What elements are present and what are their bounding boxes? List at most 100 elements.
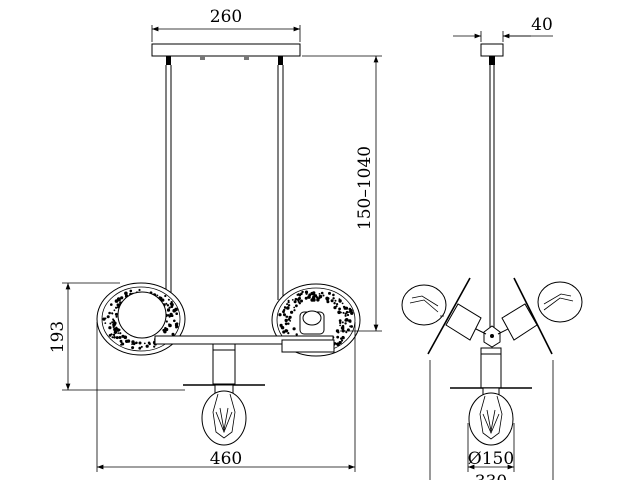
perforation-dot bbox=[344, 322, 347, 325]
perforation-dot bbox=[138, 346, 142, 350]
perforation-dot bbox=[326, 297, 330, 300]
perforation-dot bbox=[316, 297, 319, 300]
perforation-dot bbox=[174, 307, 178, 312]
perforation-dot bbox=[301, 290, 304, 294]
perforation-dot bbox=[346, 313, 350, 317]
perforation-dot bbox=[175, 312, 178, 316]
perforation-dot bbox=[339, 321, 342, 325]
perforation-dot bbox=[280, 326, 285, 330]
side-left-disc bbox=[427, 277, 471, 355]
side-left-lamp bbox=[401, 277, 487, 355]
perforation-dot bbox=[288, 315, 292, 319]
dim-canopy-width: 260 bbox=[151, 7, 301, 42]
perforation-dot bbox=[106, 315, 110, 319]
perforation-dot bbox=[341, 321, 344, 324]
side-canopy bbox=[480, 43, 504, 57]
perforation-dot bbox=[341, 302, 344, 305]
perforation-dot bbox=[343, 306, 347, 310]
dim-overall-width: 460 bbox=[96, 322, 356, 472]
perforation-dot bbox=[114, 299, 119, 303]
perforation-dot bbox=[298, 296, 301, 300]
perforation-dot bbox=[131, 346, 135, 350]
perforation-dot bbox=[104, 322, 107, 324]
perforation-dot bbox=[164, 294, 167, 298]
perforation-dot bbox=[165, 302, 168, 305]
perforation-dot bbox=[115, 315, 118, 318]
perforation-dot bbox=[164, 328, 167, 332]
perforation-dot bbox=[332, 293, 335, 297]
perforation-dot bbox=[300, 292, 303, 296]
perforation-dot bbox=[312, 291, 316, 295]
dim-globe-diameter: Ø150 bbox=[467, 423, 515, 472]
dim-head-height-label: 193 bbox=[48, 321, 68, 353]
perforation-dot bbox=[338, 340, 342, 345]
side-center-bulb bbox=[468, 392, 514, 446]
front-canopy bbox=[151, 43, 301, 57]
perforation-dot bbox=[135, 341, 138, 345]
perforation-dot bbox=[344, 314, 347, 317]
perforation-dot bbox=[143, 342, 146, 345]
perforation-dot bbox=[342, 311, 345, 314]
perforation-dot bbox=[295, 333, 298, 336]
perforation-dot bbox=[344, 312, 347, 315]
perforation-dot bbox=[102, 317, 106, 321]
perforation-dot bbox=[111, 336, 114, 339]
perforation-dot bbox=[278, 313, 282, 317]
perforation-dot bbox=[287, 322, 290, 325]
perforation-dot bbox=[173, 319, 176, 323]
perforation-dot bbox=[335, 342, 338, 345]
perforation-dot bbox=[117, 332, 120, 334]
perforation-dot bbox=[314, 295, 317, 298]
perforation-dot bbox=[337, 310, 341, 315]
perforation-dot bbox=[111, 321, 114, 324]
perforation-dot bbox=[132, 342, 136, 346]
perforation-dot bbox=[340, 337, 343, 340]
perforation-dot bbox=[339, 324, 341, 327]
cable-grip-right bbox=[278, 56, 283, 65]
perforation-dot bbox=[148, 342, 151, 346]
perforation-dot bbox=[115, 336, 119, 340]
perforation-dot bbox=[334, 299, 337, 302]
perforation-dot bbox=[119, 332, 122, 335]
perforation-dot bbox=[320, 291, 324, 295]
perforation-dot bbox=[293, 309, 296, 312]
perforation-dot bbox=[349, 309, 353, 313]
perforation-dot bbox=[286, 303, 289, 306]
perforation-dot bbox=[291, 299, 294, 301]
perforation-dot bbox=[174, 323, 179, 327]
perforation-dot bbox=[118, 336, 122, 339]
perforation-dot bbox=[287, 332, 290, 335]
perforation-dot bbox=[345, 331, 348, 334]
perforation-dot bbox=[335, 305, 338, 308]
perforation-dot bbox=[338, 307, 341, 311]
center-socket bbox=[212, 343, 236, 385]
perforation-dot bbox=[292, 327, 296, 331]
side-view: 40 Ø150 330 bbox=[401, 15, 583, 480]
perforation-dot bbox=[326, 300, 330, 304]
dim-head-height: 193 bbox=[48, 282, 185, 391]
arm-end-cap bbox=[281, 339, 335, 353]
perforation-dot bbox=[168, 306, 171, 309]
side-cable-grip bbox=[489, 56, 495, 65]
perforation-dot bbox=[113, 309, 116, 312]
perforation-dot bbox=[338, 299, 342, 303]
perforation-dot bbox=[294, 297, 298, 301]
perforation-dot bbox=[290, 310, 294, 314]
perforation-dot bbox=[330, 299, 334, 303]
perforation-dot bbox=[304, 290, 309, 294]
perforation-dot bbox=[312, 295, 315, 299]
perforation-dot bbox=[121, 342, 125, 346]
perforation-dot bbox=[341, 336, 345, 340]
front-view: 260 150–1040 193 460 bbox=[48, 7, 382, 472]
perforation-dot bbox=[348, 311, 350, 313]
perforation-dot bbox=[108, 311, 111, 315]
perforation-dot bbox=[344, 318, 348, 322]
perforation-dot bbox=[153, 345, 156, 348]
dim-drop-range: 150–1040 bbox=[302, 55, 382, 332]
perforation-dot bbox=[340, 326, 345, 330]
canopy-screw-left bbox=[200, 56, 205, 60]
perforation-dot bbox=[293, 306, 296, 309]
perforation-dot bbox=[304, 296, 308, 300]
perforation-dot bbox=[333, 302, 336, 305]
